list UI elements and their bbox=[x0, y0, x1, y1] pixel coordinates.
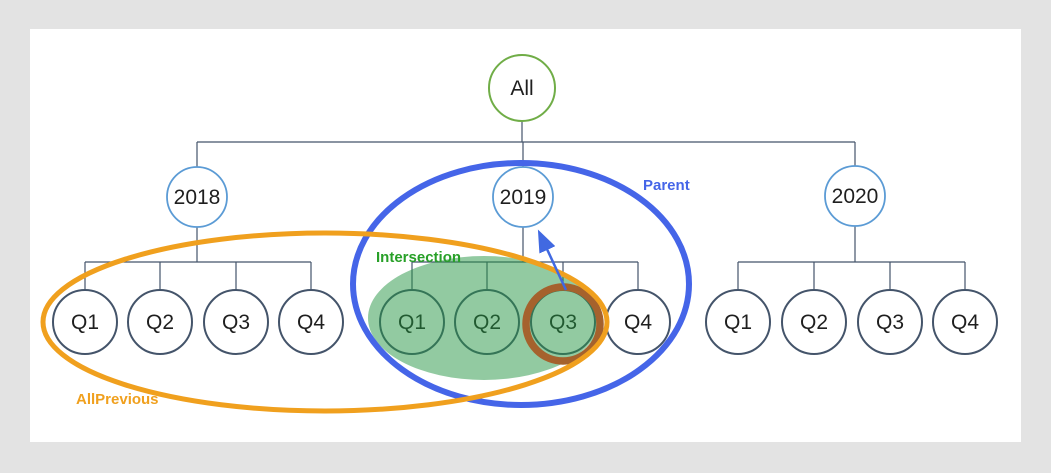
node-2020-q4-label: Q4 bbox=[951, 311, 979, 334]
node-year-2018-label: 2018 bbox=[174, 186, 221, 209]
node-2018-q1 bbox=[52, 289, 118, 355]
node-2018-q1-label: Q1 bbox=[71, 311, 99, 334]
node-2020-q3 bbox=[857, 289, 923, 355]
node-year-2018 bbox=[166, 166, 228, 228]
node-year-2019 bbox=[492, 166, 554, 228]
node-year-2020 bbox=[824, 165, 886, 227]
parent-ellipse bbox=[350, 160, 692, 408]
quarters-2020 bbox=[705, 289, 998, 355]
node-2020-q2-label: Q2 bbox=[800, 311, 828, 334]
node-2018-q3-label: Q3 bbox=[222, 311, 250, 334]
node-2018-q2-label: Q2 bbox=[146, 311, 174, 334]
node-2018-q3 bbox=[203, 289, 269, 355]
node-year-2020-label: 2020 bbox=[832, 185, 879, 208]
intersection-ellipse bbox=[368, 256, 600, 380]
selected-quarter-ring bbox=[522, 283, 604, 365]
node-all bbox=[488, 54, 556, 122]
node-2020-q4 bbox=[932, 289, 998, 355]
node-2020-q1 bbox=[705, 289, 771, 355]
node-2019-q4-label: Q4 bbox=[624, 311, 652, 334]
parent-label: Parent bbox=[643, 177, 690, 194]
node-2018-q4 bbox=[278, 289, 344, 355]
node-all-label: All bbox=[510, 77, 533, 100]
intersection-label: Intersection bbox=[376, 249, 461, 266]
quarters-2018 bbox=[52, 289, 344, 355]
node-2018-q2 bbox=[127, 289, 193, 355]
allprevious-ellipse bbox=[40, 230, 610, 414]
parent-arrow bbox=[537, 229, 568, 291]
node-2018-q4-label: Q4 bbox=[297, 311, 325, 334]
node-2020-q3-label: Q3 bbox=[876, 311, 904, 334]
node-year-2019-label: 2019 bbox=[500, 186, 547, 209]
node-2020-q2 bbox=[781, 289, 847, 355]
node-2020-q1-label: Q1 bbox=[724, 311, 752, 334]
allprevious-label: AllPrevious bbox=[76, 391, 159, 408]
